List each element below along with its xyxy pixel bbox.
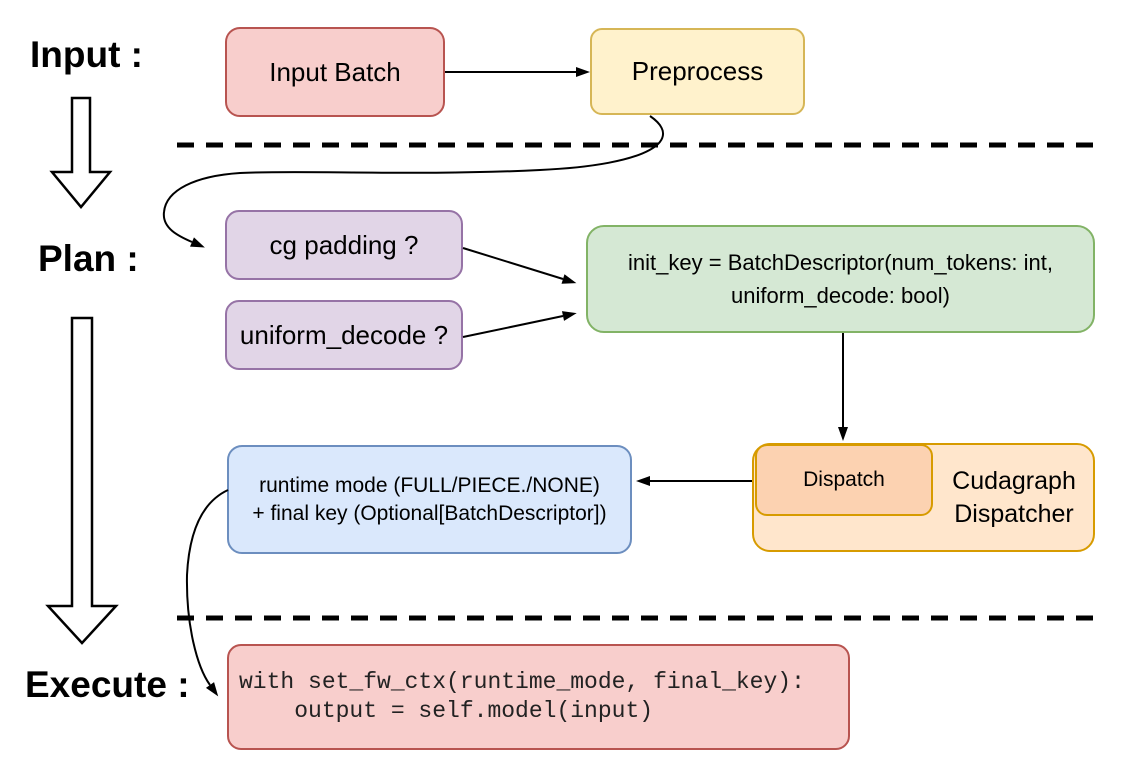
node-dispatch-label: Dispatch: [803, 467, 885, 491]
node-cudagraph-dispatcher-label: Cudagraph Dispatcher: [935, 445, 1093, 550]
node-init-key-line2: uniform_decode: bool): [731, 283, 950, 308]
node-uniform-decode-label: uniform_decode ?: [239, 319, 449, 350]
arrow-runtime-mode-to-execute-code: [185, 489, 229, 697]
stage-label-plan: Plan :: [38, 238, 139, 279]
hollow-arrow-plan-to-execute: [45, 316, 119, 645]
arrow-cg-padding-to-init-key: [462, 247, 577, 284]
hollow-arrow-input-to-plan: [49, 96, 113, 209]
node-uniform-decode: uniform_decode ?: [225, 300, 463, 370]
execute-code-line2: output = self.model(input): [239, 698, 654, 724]
stage-label-execute: Execute :: [25, 664, 190, 705]
execute-code-line1: with set_fw_ctx(runtime_mode, final_key)…: [239, 669, 805, 696]
node-init-key-line1: init_key = BatchDescriptor(num_tokens: i…: [628, 250, 1053, 275]
arrow-uniform-decode-to-init-key: [462, 311, 577, 338]
node-input-batch: Input Batch: [225, 27, 445, 117]
node-execute-code: with set_fw_ctx(runtime_mode, final_key)…: [227, 644, 850, 750]
cudagraph-line2: Dispatcher: [954, 499, 1074, 528]
node-preprocess: Preprocess: [590, 28, 805, 115]
node-cg-padding: cg padding ?: [225, 210, 463, 280]
node-input-batch-label: Input Batch: [269, 56, 401, 87]
cudagraph-line1: Cudagraph: [952, 467, 1076, 495]
node-cg-padding-label: cg padding ?: [269, 229, 419, 260]
node-runtime-mode-line2: + final key (Optional[BatchDescriptor]): [252, 501, 607, 525]
node-dispatch: Dispatch: [755, 444, 933, 516]
stage-label-input: Input :: [30, 34, 144, 75]
node-runtime-mode: runtime mode (FULL/PIECE./NONE) + final …: [227, 445, 632, 554]
node-preprocess-label: Preprocess: [631, 56, 764, 87]
node-init-key: init_key = BatchDescriptor(num_tokens: i…: [586, 225, 1095, 333]
node-runtime-mode-line1: runtime mode (FULL/PIECE./NONE): [259, 474, 600, 498]
